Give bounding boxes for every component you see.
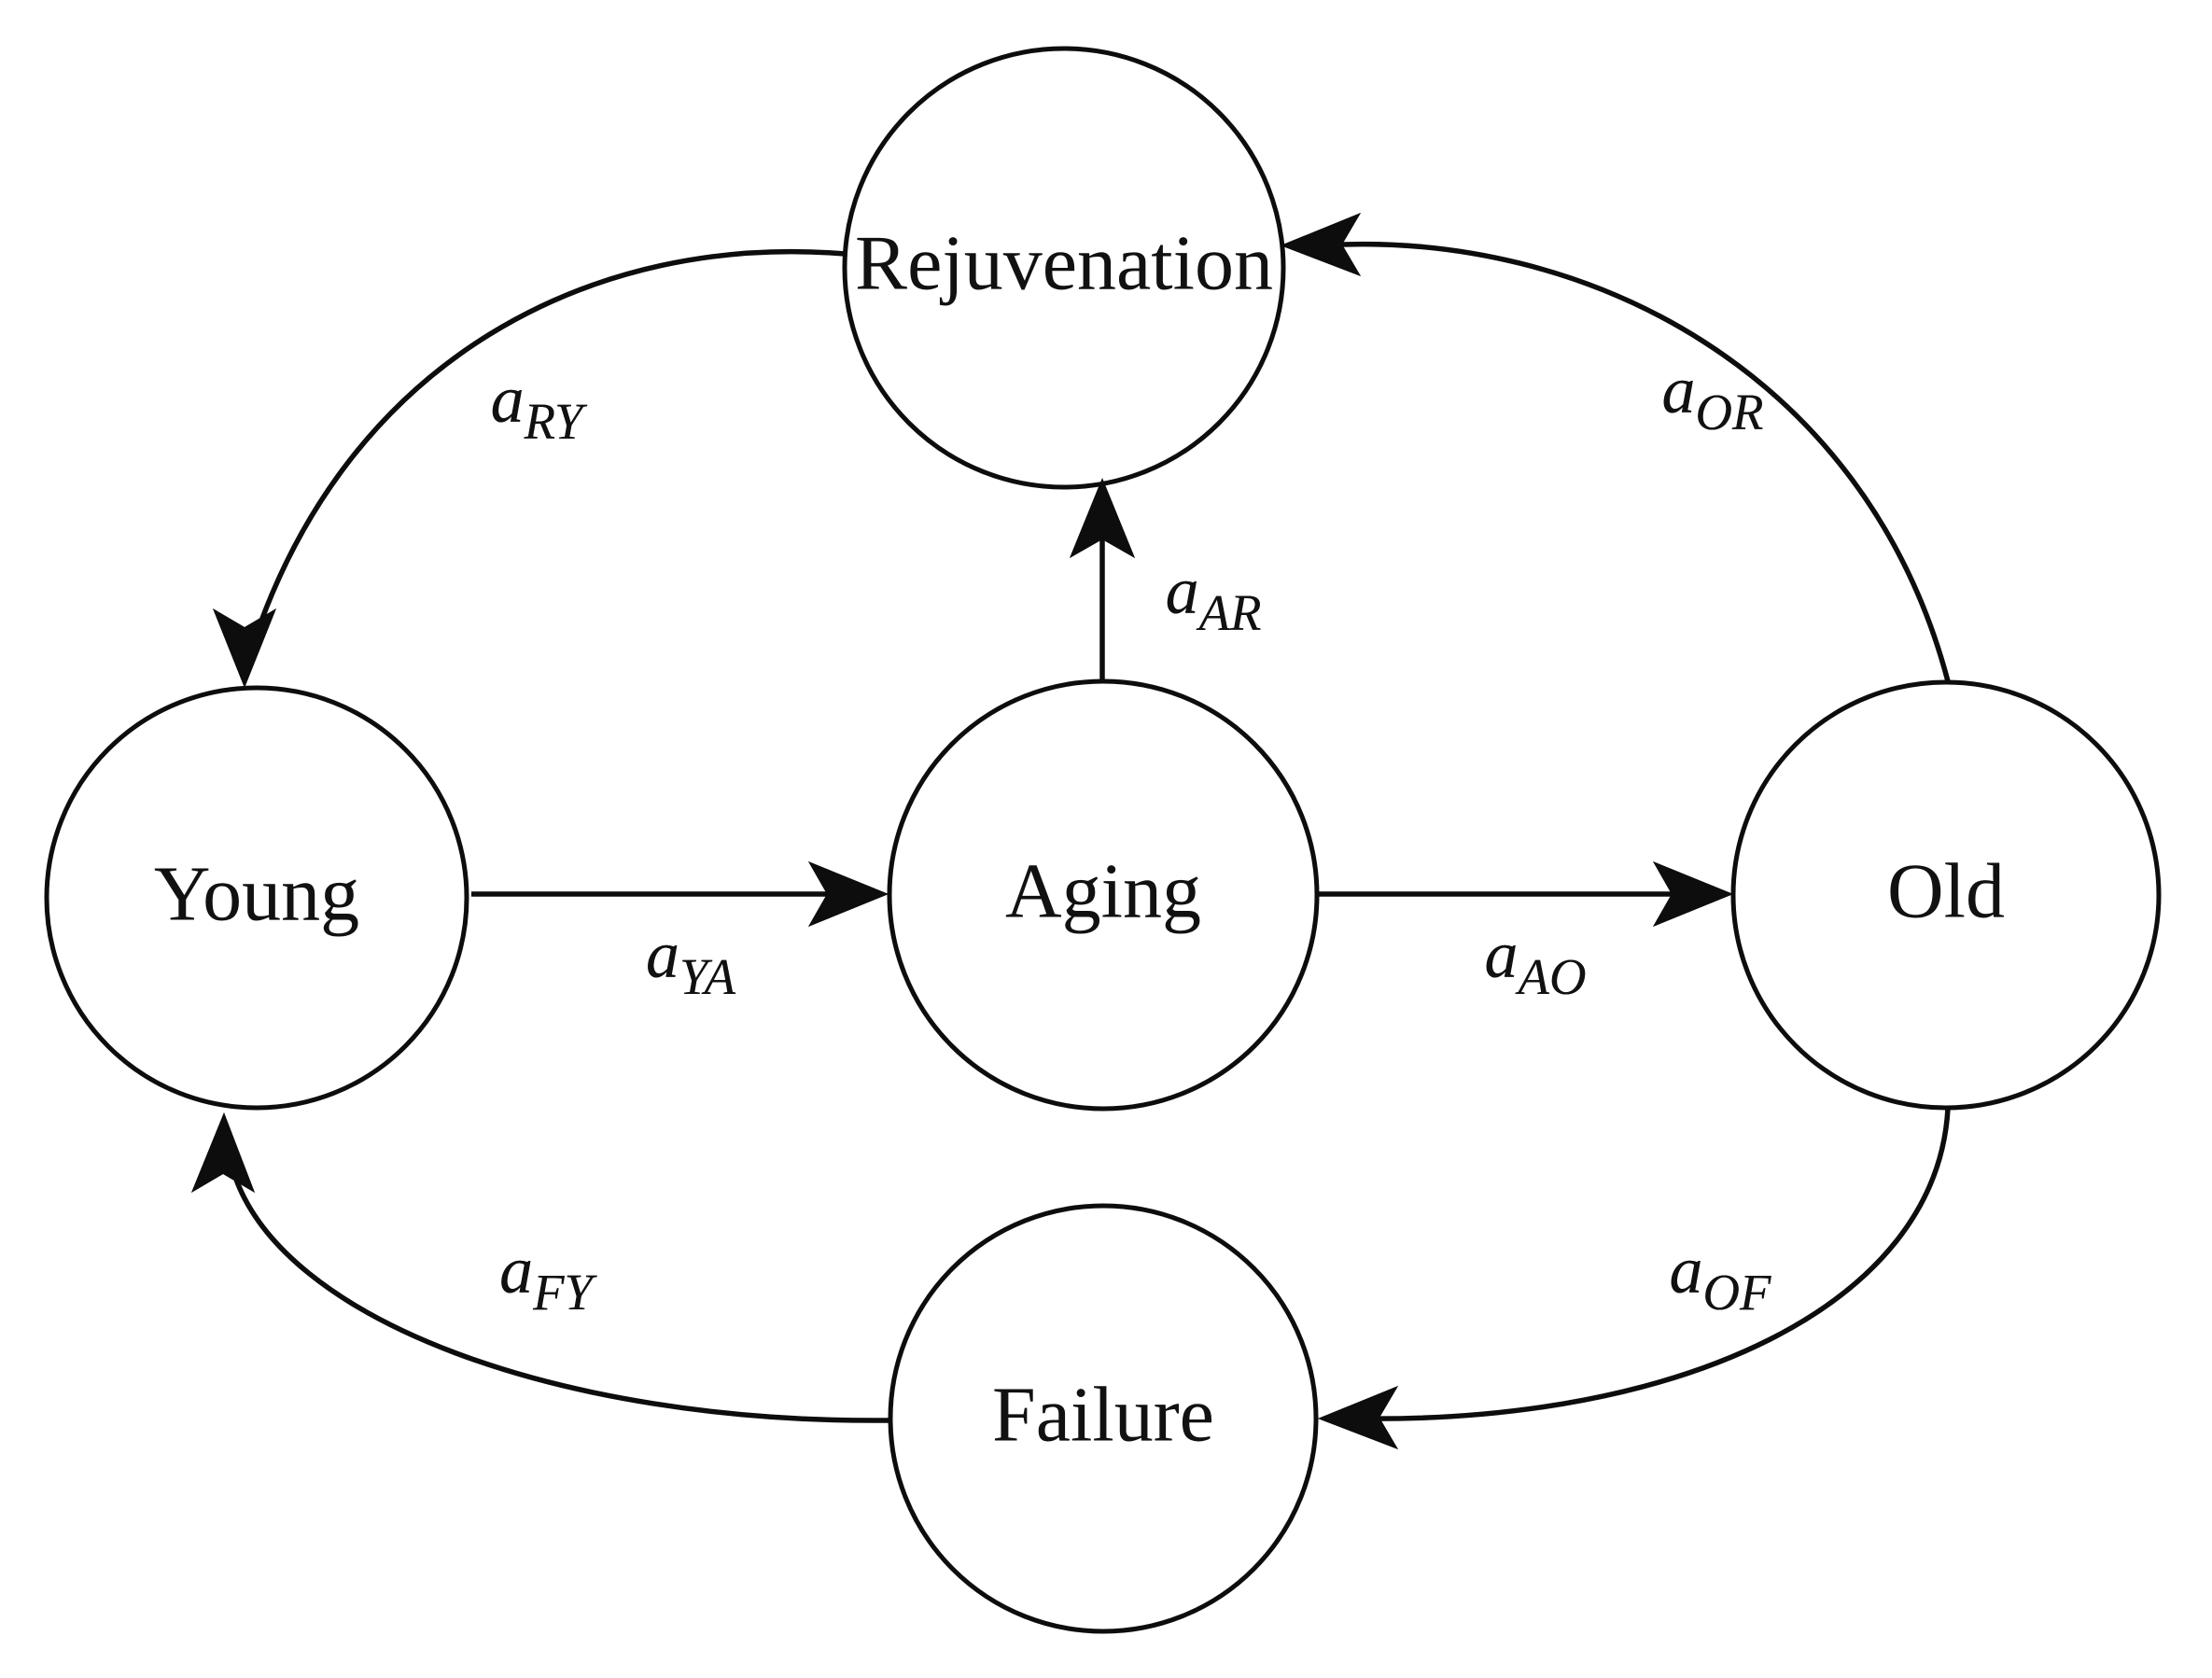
- ao-sym-o: a: [1485, 917, 1519, 992]
- fy-sub-o: FY: [532, 1264, 597, 1321]
- edge-of-symbol: a: [1670, 1233, 1703, 1307]
- edge-ry-path: [247, 248, 846, 654]
- ar-sym-o: a: [1166, 553, 1199, 628]
- edge-rejuvenation-to-young[interactable]: aRY: [213, 248, 846, 688]
- edge-ry-arrowhead-overlay: [213, 608, 276, 688]
- node-aging[interactable]: Aging: [887, 678, 1320, 1112]
- node-failure[interactable]: Failure: [888, 1203, 1319, 1634]
- ar-sub-o: AR: [1197, 584, 1262, 641]
- edge-or-path: [1320, 241, 1951, 682]
- ao-sub-o: AO: [1516, 948, 1587, 1005]
- edge-ar-symbol: a: [1166, 553, 1199, 628]
- overlay-arrowheads: [191, 213, 1733, 1449]
- edge-of-path: [1357, 1108, 1951, 1421]
- or-sym-o: a: [1662, 353, 1696, 427]
- edge-fy-label: aFY: [499, 1233, 597, 1321]
- ya-sym-o: a: [646, 917, 679, 992]
- edge-fy-arrowhead-overlay: [191, 1112, 255, 1193]
- edge-ar-subscript: AR: [1197, 584, 1262, 641]
- edge-ao-subscript: AO: [1516, 948, 1587, 1005]
- edge-ao-symbol: a: [1485, 917, 1519, 992]
- edge-or-label: aOR: [1662, 353, 1764, 440]
- young-circle: [44, 685, 469, 1111]
- failure-label: Failure: [992, 1371, 1214, 1458]
- edge-ya-label: aYA: [646, 917, 736, 1005]
- edge-of-arrowhead-overlay: [1318, 1386, 1398, 1449]
- edge-or-arrowhead-overlay: [1281, 213, 1361, 276]
- old-label: Old: [1887, 847, 2005, 934]
- young-label: Young: [154, 850, 359, 937]
- edge-fy-symbol: a: [499, 1233, 533, 1307]
- edge-ao-label: aAO: [1485, 917, 1587, 1005]
- edge-old-to-failure[interactable]: aOF: [1318, 1108, 1951, 1449]
- edge-or-subscript: OR: [1696, 384, 1764, 440]
- edge-ao-arrowhead-overlay: [1653, 861, 1733, 927]
- ya-sub-o: YA: [679, 948, 736, 1005]
- edge-ar-label: aAR: [1166, 553, 1262, 641]
- edge-ya-symbol: a: [646, 917, 679, 992]
- edge-ya-subscript: YA: [679, 948, 736, 1005]
- edge-of-label-overlay: aOF: [1670, 1233, 1772, 1321]
- old-circle: [1730, 679, 2162, 1111]
- failure-circle: [888, 1203, 1319, 1634]
- ry-sub-o: RY: [524, 393, 588, 450]
- edge-of-label: aOF: [1670, 1233, 1772, 1321]
- edge-ry-label-overlay: aRY: [491, 362, 588, 450]
- edge-ar-label-overlay: aAR: [1166, 553, 1262, 641]
- edge-fy-label-overlay: aFY: [499, 1233, 597, 1321]
- rejuvenation-label: Rejuvenation: [855, 219, 1273, 306]
- edge-of-subscript: OF: [1703, 1264, 1772, 1321]
- node-old[interactable]: Old: [1730, 679, 2162, 1111]
- edge-ry-label: aRY: [491, 362, 588, 450]
- or-sub-o: OR: [1696, 384, 1764, 440]
- edge-fy-path: [231, 1170, 889, 1423]
- overlay-rate-labels: aRY aOR aAR aYA aAO aOF aFY: [491, 353, 1771, 1321]
- of-sub-o: OF: [1703, 1264, 1772, 1321]
- edge-or-symbol: a: [1662, 353, 1696, 427]
- node-young[interactable]: Young: [44, 685, 469, 1111]
- aging-label: Aging: [1005, 847, 1201, 934]
- of-sym-o: a: [1670, 1233, 1703, 1307]
- edge-or-label-overlay: aOR: [1662, 353, 1764, 440]
- edge-fy-subscript: FY: [532, 1264, 597, 1321]
- edge-ya-label-overlay: aYA: [646, 917, 736, 1005]
- node-rejuvenation[interactable]: Rejuvenation: [842, 46, 1286, 490]
- ry-sym-o: a: [491, 362, 525, 437]
- edge-ry-symbol: a: [491, 362, 525, 437]
- edge-ar-arrowhead-overlay: [1070, 478, 1135, 558]
- edge-ya-arrowhead-overlay: [808, 861, 889, 927]
- edge-ao-label-overlay: aAO: [1485, 917, 1587, 1005]
- fy-sym-o: a: [499, 1233, 533, 1307]
- edge-old-to-rejuvenation[interactable]: aOR: [1281, 213, 1951, 682]
- edge-ry-subscript: RY: [524, 393, 588, 450]
- aging-circle: [887, 678, 1320, 1112]
- rejuvenation-circle: [842, 46, 1286, 490]
